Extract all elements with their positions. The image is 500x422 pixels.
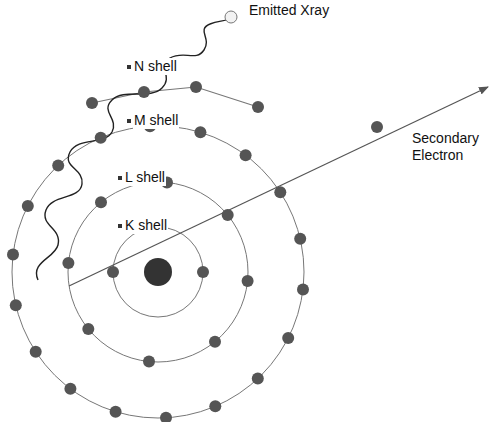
label-marker <box>118 176 122 180</box>
electron-dot <box>190 81 202 93</box>
electron-dot <box>7 249 19 261</box>
electron-dot <box>86 97 98 109</box>
electron-dot <box>274 186 286 198</box>
electron-dot <box>222 209 234 221</box>
electron-dot <box>194 126 206 138</box>
k-shell-orbit <box>113 227 203 317</box>
electron-dot <box>160 412 172 422</box>
shell-label: L shell <box>124 169 166 186</box>
electron-dot <box>22 200 34 212</box>
xray-photon <box>225 11 237 23</box>
electron-dot <box>282 332 294 344</box>
l-shell-orbit <box>68 182 248 362</box>
electron-dot <box>107 266 119 278</box>
label-marker <box>127 65 131 69</box>
electron-dot <box>62 257 74 269</box>
electron-dot <box>209 336 221 348</box>
electron-dot <box>143 356 155 368</box>
electron-dot <box>10 299 22 311</box>
electron-dot <box>52 159 64 171</box>
electron-dot <box>294 233 306 245</box>
electron-path <box>69 87 488 286</box>
shell-label: N shell <box>133 58 178 75</box>
electron-dot <box>242 275 254 287</box>
electron-dot <box>138 86 150 98</box>
electron-dot <box>95 132 107 144</box>
xray-wave <box>36 19 228 280</box>
nucleus <box>144 258 172 286</box>
label-marker <box>127 119 131 123</box>
electron-dot <box>252 101 264 113</box>
shell-label: Emitted Xray <box>248 2 330 19</box>
electron-dot <box>82 323 94 335</box>
electron-dot <box>371 121 383 133</box>
electron-dot <box>197 266 209 278</box>
electron-dot <box>297 284 309 296</box>
electron-dot <box>209 400 221 412</box>
shell-label: K shell <box>124 217 168 234</box>
label-marker <box>118 224 122 228</box>
shell-label: M shell <box>133 112 179 129</box>
electron-dot <box>110 406 122 418</box>
electron-dot <box>30 346 42 358</box>
m-shell-orbit <box>12 126 304 418</box>
electron-dot <box>64 383 76 395</box>
electron-dot <box>252 373 264 385</box>
electron-dot <box>240 149 252 161</box>
electron-dot <box>95 196 107 208</box>
shell-label: Secondary Electron <box>411 130 497 164</box>
